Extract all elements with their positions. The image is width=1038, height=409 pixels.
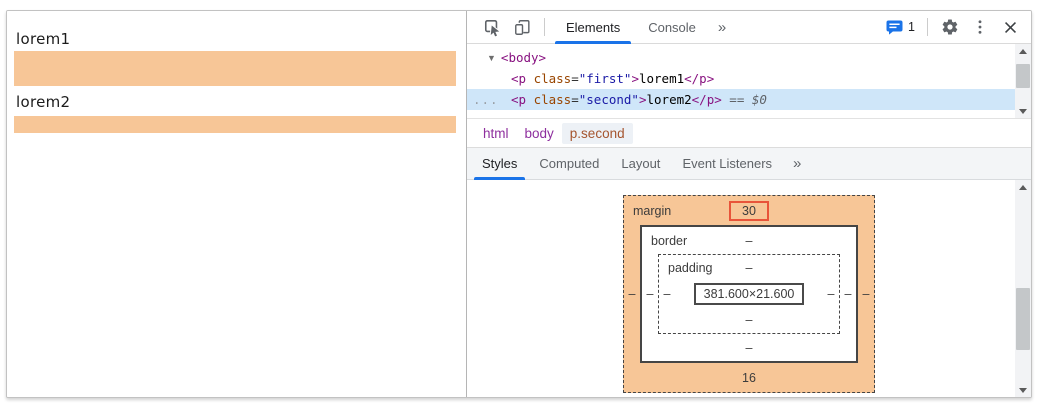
padding-bottom-value[interactable]: – — [745, 313, 753, 327]
console-messages-badge[interactable]: 1 — [881, 20, 920, 35]
margin-highlight-overlay-bottom — [14, 116, 456, 133]
dom-node-body[interactable]: ▼ <body> — [467, 44, 1031, 68]
scroll-up-arrow[interactable] — [1015, 44, 1031, 58]
breadcrumb: html body p.second — [467, 118, 1031, 147]
active-tab-underline — [555, 40, 632, 44]
attr-value: "first" — [578, 71, 632, 86]
kebab-menu-icon[interactable] — [968, 15, 992, 39]
styles-pane: margin 30 – border – – — [467, 180, 1031, 397]
device-toolbar-icon[interactable] — [510, 15, 534, 39]
margin-bottom-value[interactable]: 16 — [742, 370, 756, 385]
styles-pane-scrollbar[interactable] — [1015, 180, 1031, 397]
p-open-tag: <p — [511, 71, 534, 86]
tab-event-listeners-label: Event Listeners — [682, 156, 773, 171]
box-model-margin-region[interactable]: margin 30 – border – – — [623, 195, 875, 393]
tag-close-bracket: > — [631, 71, 639, 86]
console-message-count: 1 — [908, 20, 915, 34]
dom-node-p-first[interactable]: <p class="first">lorem1</p> — [467, 68, 1031, 89]
node-overflow-dots[interactable]: ... — [473, 92, 499, 107]
margin-label: margin — [633, 203, 672, 218]
padding-label: padding — [668, 261, 713, 275]
equals-sign: = — [571, 71, 579, 86]
close-icon[interactable] — [998, 15, 1022, 39]
settings-gear-icon[interactable] — [938, 15, 962, 39]
border-label: border — [651, 233, 688, 248]
tag-close-bracket: > — [638, 92, 647, 107]
inspect-element-icon[interactable] — [480, 15, 504, 39]
p-close-tag: </p> — [684, 71, 715, 86]
box-model-border-region[interactable]: border – – padding – — [640, 225, 858, 363]
box-model-diagram: margin 30 – border – – — [623, 195, 875, 393]
node-text: lorem1 — [638, 71, 685, 86]
padding-left-value[interactable]: – — [663, 287, 671, 301]
tab-layout[interactable]: Layout — [610, 148, 671, 180]
more-panels-icon[interactable]: » — [717, 18, 727, 36]
dom-node-p-second-selected[interactable]: ... <p class="second">lorem2</p> == $0 — [467, 89, 1031, 110]
scroll-down-arrow[interactable] — [1015, 104, 1031, 118]
content-size-value: 381.600×21.600 — [703, 287, 795, 301]
tab-console-label: Console — [648, 19, 696, 35]
tab-event-listeners[interactable]: Event Listeners — [671, 148, 783, 180]
margin-top-red-annotation: 30 — [729, 200, 769, 221]
margin-highlight-overlay-top — [14, 51, 456, 86]
border-right-value[interactable]: – — [844, 287, 852, 301]
browser-page-panel: lorem1 lorem2 — [7, 11, 466, 397]
toolbar-divider — [544, 18, 545, 36]
tab-styles-label: Styles — [482, 156, 518, 171]
breadcrumb-p-second[interactable]: p.second — [561, 122, 633, 144]
attr-name: class — [533, 71, 572, 86]
sidebar-tab-strip: Styles Computed Layout Event Listeners » — [467, 147, 1031, 180]
scrollbar-thumb[interactable] — [1016, 64, 1030, 88]
devtools-toolbar: Elements Console » 1 — [467, 11, 1031, 44]
devtools-panel: Elements Console » 1 — [466, 11, 1031, 397]
p-close-tag: </p> — [691, 92, 722, 107]
tab-elements-label: Elements — [566, 19, 621, 35]
equals-sign: = — [571, 92, 579, 107]
margin-right-value[interactable]: – — [862, 287, 870, 301]
tab-computed[interactable]: Computed — [528, 148, 610, 180]
margin-top-value[interactable]: 30 — [742, 203, 756, 218]
node-text: lorem2 — [646, 92, 692, 107]
p-open-tag: <p — [511, 92, 534, 107]
toolbar-divider-right — [927, 18, 928, 36]
expander-arrow-icon[interactable]: ▼ — [487, 53, 496, 63]
padding-top-value[interactable]: – — [745, 261, 753, 275]
box-model-padding-region[interactable]: padding – – 381.600×21.600 — [658, 254, 840, 334]
page-paragraph-first: lorem1 — [16, 30, 71, 48]
attr-value: "second" — [578, 92, 639, 107]
scroll-down-arrow[interactable] — [1015, 383, 1031, 397]
tab-styles[interactable]: Styles — [471, 148, 528, 180]
border-top-value[interactable]: – — [745, 233, 753, 248]
dollar-zero-annotation: == $0 — [721, 92, 767, 107]
dom-tree-scrollbar[interactable] — [1015, 44, 1031, 118]
tab-console[interactable]: Console — [634, 11, 710, 44]
box-model-content-region[interactable]: 381.600×21.600 — [693, 283, 805, 305]
padding-right-value[interactable]: – — [827, 287, 835, 301]
margin-left-value[interactable]: – — [628, 287, 636, 301]
dom-tree: ▼<body> <p class="first">lorem1</p> ...<… — [467, 44, 1031, 118]
border-bottom-value[interactable]: – — [745, 340, 753, 355]
tab-elements[interactable]: Elements — [552, 11, 634, 44]
chat-bubble-icon — [886, 20, 903, 35]
tab-computed-label: Computed — [539, 156, 600, 171]
breadcrumb-body[interactable]: body — [524, 125, 554, 141]
attr-name: class — [533, 92, 572, 107]
screenshot-frame: lorem1 lorem2 Elements — [6, 10, 1032, 398]
scrollbar-thumb[interactable] — [1016, 288, 1030, 350]
body-tag: <body> — [500, 50, 547, 65]
breadcrumb-html[interactable]: html — [483, 125, 509, 141]
page-paragraph-second: lorem2 — [16, 93, 71, 111]
scroll-up-arrow[interactable] — [1015, 180, 1031, 194]
styles-tab-underline — [474, 176, 526, 180]
more-sidebar-tabs-icon[interactable]: » — [793, 155, 802, 172]
border-left-value[interactable]: – — [646, 287, 654, 301]
tab-layout-label: Layout — [621, 156, 661, 171]
